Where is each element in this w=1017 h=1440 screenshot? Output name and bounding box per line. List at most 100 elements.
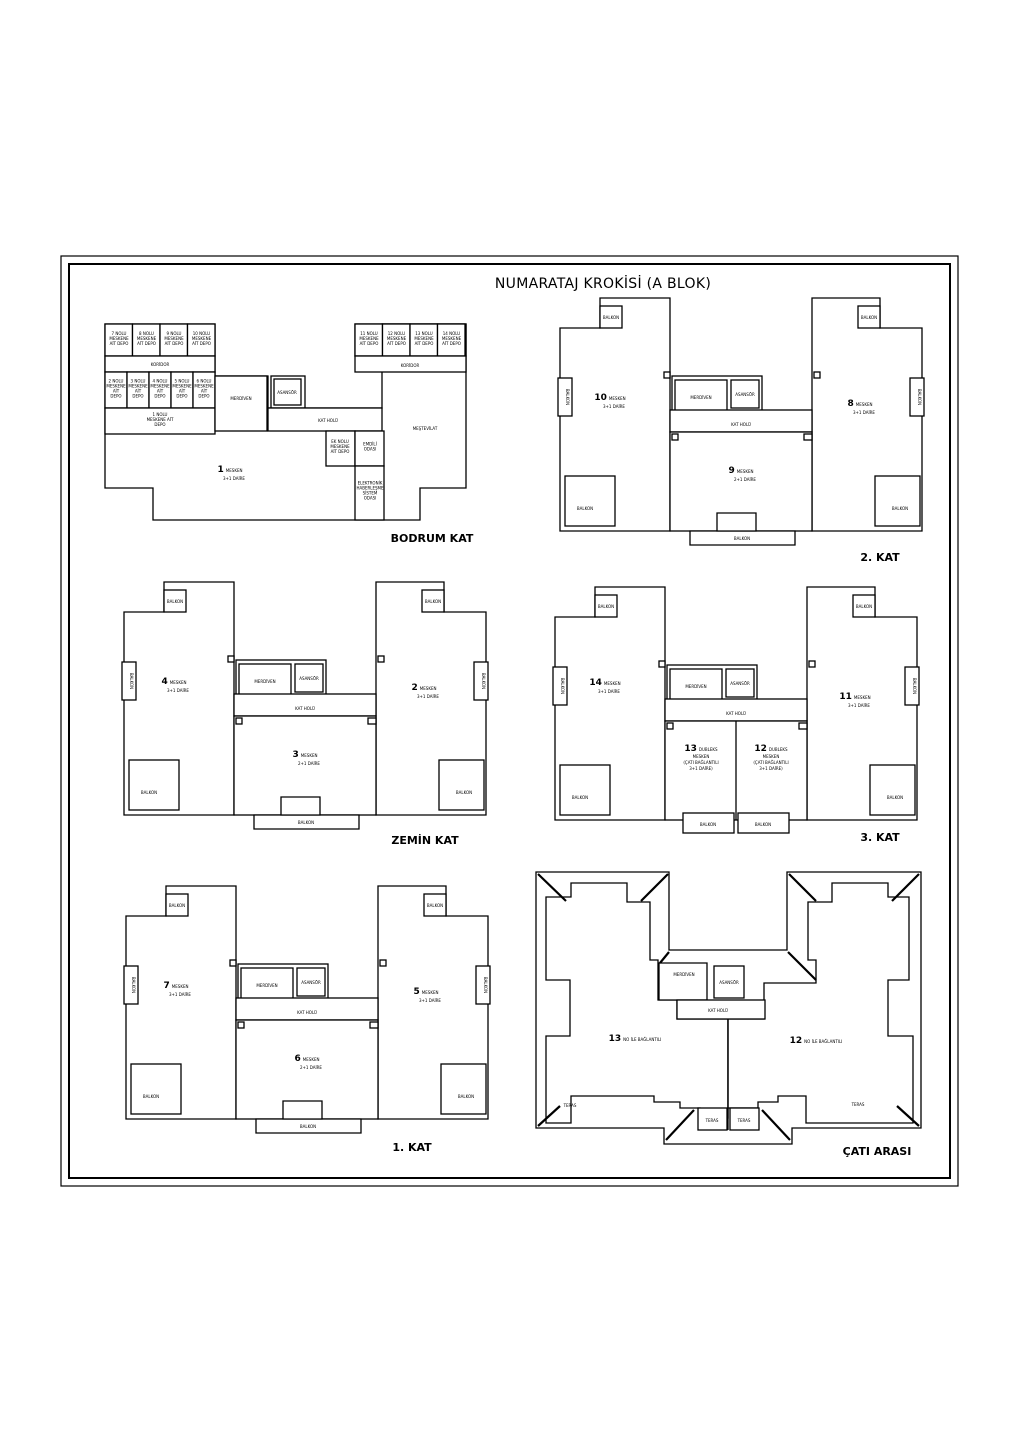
balcony-top-right xyxy=(421,589,445,613)
hall-label: KAT HOLÜ xyxy=(318,418,338,423)
stair xyxy=(214,375,268,432)
hall xyxy=(669,409,813,433)
balcony-top-right xyxy=(857,305,881,329)
storage-label: 14 NOLU xyxy=(443,331,461,336)
storage-label: MESKENE xyxy=(414,336,434,341)
storage-label: MESKENE xyxy=(442,336,462,341)
storage-label: MESKENE xyxy=(194,384,214,389)
balcony-bottom-right xyxy=(869,764,916,816)
storage-label: AİT xyxy=(179,389,186,394)
balcony-label: BALKON xyxy=(143,1094,159,1099)
hall-label: KAT HOLÜ xyxy=(731,422,751,427)
shaft xyxy=(369,1021,379,1029)
corridor-label: KORİDOR xyxy=(401,363,420,368)
storage-label: DEPO xyxy=(110,394,121,399)
elevator-label: ASANSÖR xyxy=(719,980,739,985)
elevator xyxy=(296,967,326,997)
unit-label-type: 3+1 DAİRE xyxy=(223,476,245,481)
balcony-label: BALKON xyxy=(700,822,716,827)
balcony-bottom-left xyxy=(564,475,616,527)
storage-label: 9 NOLU xyxy=(167,331,182,336)
elevator-label: ASANSÖR xyxy=(735,392,755,397)
elevator xyxy=(294,663,324,693)
storage-room xyxy=(409,323,439,357)
shaft xyxy=(229,959,237,967)
balcony-bottom-right xyxy=(438,759,485,811)
hall xyxy=(235,997,379,1021)
shaft xyxy=(379,959,387,967)
balcony-label: BALKON xyxy=(577,506,593,511)
unit-name: MESKEN xyxy=(763,754,780,759)
stair xyxy=(238,663,292,697)
balcony-label: BALKON xyxy=(298,820,314,825)
shaft xyxy=(808,660,816,668)
storage-label: 10 NOLU xyxy=(193,331,211,336)
hall xyxy=(267,407,383,432)
storage-label: MESKENE xyxy=(109,336,129,341)
elevator-label: ASANSÖR xyxy=(277,390,297,395)
storage-label: 4 NOLU xyxy=(153,379,168,384)
hall-label: KAT HOLÜ xyxy=(726,711,746,716)
corridor xyxy=(354,355,467,373)
storage-label: MESKENE xyxy=(164,336,184,341)
roof-hip-line xyxy=(659,951,670,964)
electronic-room-label: ODASI xyxy=(364,496,377,501)
unit-right-label-type: 3+1 DAİRE xyxy=(419,998,441,1003)
storage-label: MESKENE xyxy=(330,444,350,449)
mechanical-label: MEŞTEVİLAT xyxy=(413,426,438,431)
balcony-left-side xyxy=(123,965,139,1005)
balcony-top-right xyxy=(423,893,447,917)
shaft xyxy=(367,717,377,725)
balcony-right-side xyxy=(473,661,489,701)
balcony-bottom-left xyxy=(559,764,611,816)
roof-hip-line xyxy=(761,1109,791,1141)
balcony-label: BALKON xyxy=(912,678,917,694)
stair xyxy=(658,962,708,1001)
hall-label: KAT HOLÜ xyxy=(297,1010,317,1015)
storage-label: AİT DEPO xyxy=(192,341,211,346)
storage-label: DEPO xyxy=(176,394,187,399)
unit-right-label-type: 3+1 DAİRE xyxy=(853,410,875,415)
unit-left-label-type: 3+1 DAİRE xyxy=(598,689,620,694)
storage-label: MESKENE xyxy=(172,384,192,389)
unit-center-label-type: 2+1 DAİRE xyxy=(300,1065,322,1070)
inner-frame xyxy=(68,263,951,1179)
balcony-bottom-left xyxy=(130,1063,182,1115)
shaft xyxy=(671,433,679,441)
storage-room xyxy=(104,407,216,435)
storage-label: MESKENE AİT xyxy=(147,417,174,422)
balcony-label: BALKON xyxy=(892,506,908,511)
elevator xyxy=(730,379,760,409)
terrace-left xyxy=(697,1107,728,1131)
unit-center-label-type: 2+1 DAİRE xyxy=(734,477,756,482)
storage-label: AİT xyxy=(135,389,142,394)
storage-label: MESKENE xyxy=(387,336,407,341)
balcony-top-left xyxy=(594,594,618,618)
electronic-room-label: SİSTEM xyxy=(363,491,378,496)
balcony-label: BALKON xyxy=(167,599,183,604)
terrace-label: TERAS xyxy=(563,1103,577,1108)
storage-label: AİT DEPO xyxy=(415,341,434,346)
storage-label: AİT xyxy=(113,389,120,394)
balcony-bottom-left xyxy=(128,759,180,811)
electronic-room-label: HABERLEŞME xyxy=(356,486,384,491)
storage-label: AİT DEPO xyxy=(137,341,156,346)
hall-label: KAT HOLÜ xyxy=(708,1008,728,1013)
roof-hip-line xyxy=(788,873,817,902)
balcony-label: BALKON xyxy=(887,795,903,800)
storage-label: 11 NOLU xyxy=(360,331,378,336)
hall xyxy=(664,698,808,722)
balcony-bottom-center xyxy=(255,1118,362,1134)
stair-label: MERDİVEN xyxy=(673,972,694,977)
sheet-title: NUMARATAJ KROKİSİ (A BLOK) xyxy=(495,274,711,292)
